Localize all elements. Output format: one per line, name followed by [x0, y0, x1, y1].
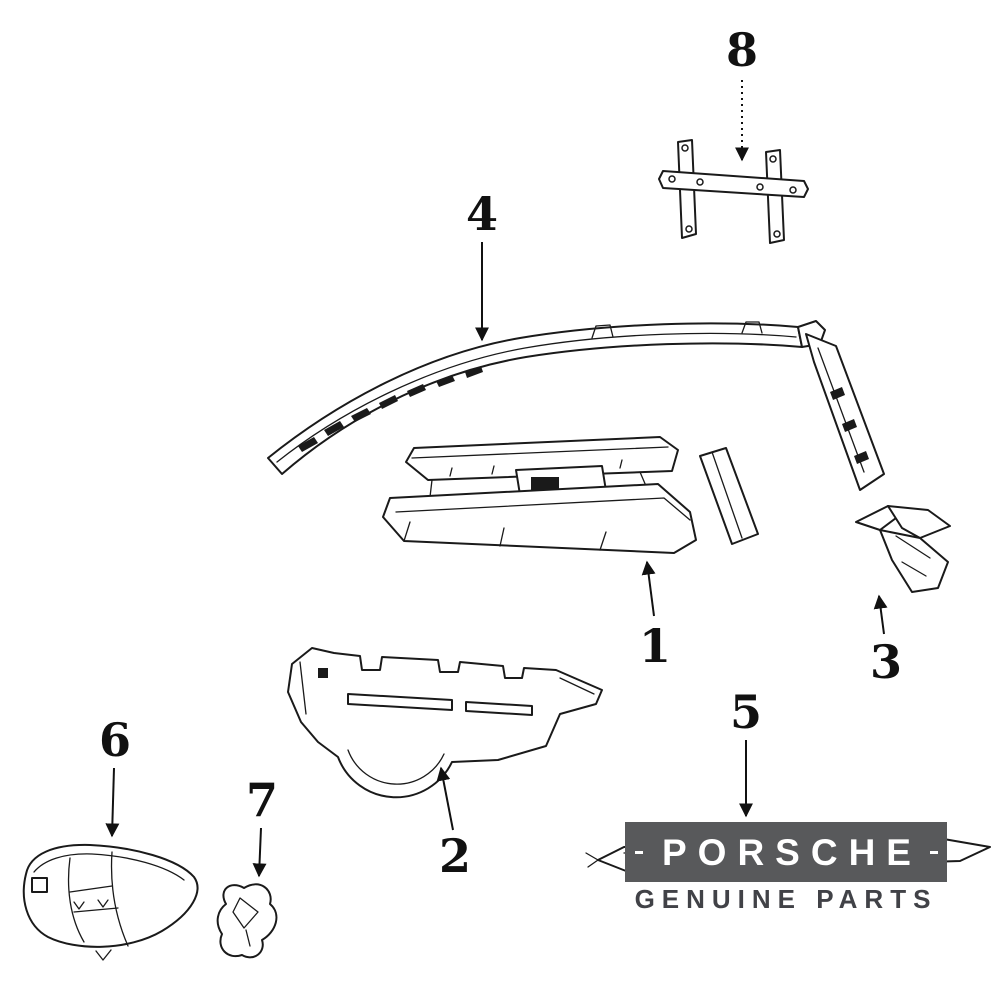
part-4-slot	[298, 437, 318, 452]
part-3-bracket-drawing	[855, 505, 951, 593]
part-6-rib	[67, 857, 85, 943]
part-6-bottom-tab	[95, 949, 112, 961]
callouts: 8 4 1 3 2 5 6 7	[99, 23, 902, 883]
part-4-slot	[436, 375, 455, 387]
part-4-slot	[351, 408, 371, 422]
part-8-hole	[681, 144, 689, 152]
part-2-right-crease	[559, 677, 595, 695]
part-4-top-tab	[591, 324, 614, 339]
part-1-lower-edge	[395, 497, 691, 521]
part-1-lower-panel	[382, 483, 697, 554]
part-2-inner-arc	[347, 749, 445, 785]
part-3-inner-lines	[895, 535, 931, 577]
part-2-outline	[287, 647, 603, 799]
part-4-lower-band-inner	[711, 451, 743, 539]
part-7-outline	[216, 883, 278, 959]
callout-3-arrow	[873, 594, 888, 635]
part-8-right-strap	[765, 149, 785, 244]
part-6-pan-drawing	[22, 843, 199, 961]
part-2-small-hole	[318, 668, 328, 678]
porsche-logo-box: PORSCHE	[625, 822, 947, 882]
part-4-pillar-band	[805, 333, 885, 491]
part-6-rib	[110, 851, 129, 947]
part-8-bracket-drawing	[658, 139, 809, 244]
part-1-upper-panel	[405, 436, 679, 481]
part-3-flap-right	[887, 505, 951, 539]
part-4-top-tab	[741, 321, 763, 334]
callout-5-label: 5	[730, 685, 762, 739]
part-1-lower-ticks	[403, 521, 607, 551]
part-7-inner	[232, 897, 259, 929]
callout-6-label: 6	[99, 713, 131, 767]
part-8-hole	[789, 186, 797, 194]
part-8-hole	[756, 183, 764, 191]
part-8-hole	[696, 178, 704, 186]
callout-4-label: 4	[466, 187, 498, 241]
part-4-pillar-slot	[830, 387, 845, 400]
part-6-rim	[33, 853, 185, 881]
part-4-roof-rail-drawing	[267, 320, 885, 545]
callout-2-arrow	[436, 766, 454, 831]
part-2-slot-short	[465, 701, 533, 716]
callout-6-arrow	[105, 767, 120, 838]
logo-right-line	[929, 850, 938, 854]
part-6-outline	[22, 843, 199, 948]
part-7-stem	[245, 929, 251, 947]
part-7-clip-drawing	[216, 883, 278, 959]
part-4-pillar-inner	[817, 347, 865, 473]
part-1-crossmember-drawing	[382, 436, 697, 554]
callout-1-label: 1	[639, 619, 671, 673]
logo-left-line	[635, 850, 643, 854]
brand-name: PORSCHE	[662, 831, 922, 873]
part-4-slot	[324, 421, 344, 436]
callout-7-label: 7	[246, 773, 278, 827]
part-3-body	[879, 529, 949, 593]
callout-7-arrow	[252, 827, 267, 878]
callout-3-label: 3	[870, 635, 902, 689]
part-5-left-fork	[585, 852, 599, 868]
part-1-ticks	[449, 459, 623, 477]
part-4-lower-band	[699, 447, 759, 545]
part-6-cross-lines	[69, 885, 119, 913]
callout-8-label: 8	[726, 23, 758, 77]
part-6-square-hole	[31, 877, 48, 893]
part-2-left-flange	[299, 661, 307, 715]
part-4-pillar-slot	[854, 451, 869, 464]
part-8-horizontal-bar	[658, 170, 809, 198]
part-2-panel-drawing	[287, 647, 603, 799]
part-8-hole	[773, 230, 781, 238]
part-1-connectors	[429, 471, 647, 498]
brand-tagline: GENUINE PARTS	[634, 884, 938, 914]
part-4-slot	[465, 366, 483, 378]
part-4-slot	[379, 395, 398, 409]
part-1-center-slot	[531, 477, 559, 491]
part-8-hole	[769, 155, 777, 163]
callout-2-label: 2	[439, 829, 471, 883]
part-1-upper-edge	[411, 446, 669, 459]
callout-1-arrow	[641, 560, 656, 617]
part-4-slot	[407, 384, 426, 397]
part-4-pillar-slot	[842, 419, 857, 432]
part-8-hole	[668, 175, 676, 183]
part-4-rail-inner-edge	[276, 332, 797, 463]
part-8-hole	[685, 225, 693, 233]
part-2-slot-long	[347, 693, 453, 711]
part-6-vee-marks	[73, 899, 109, 910]
